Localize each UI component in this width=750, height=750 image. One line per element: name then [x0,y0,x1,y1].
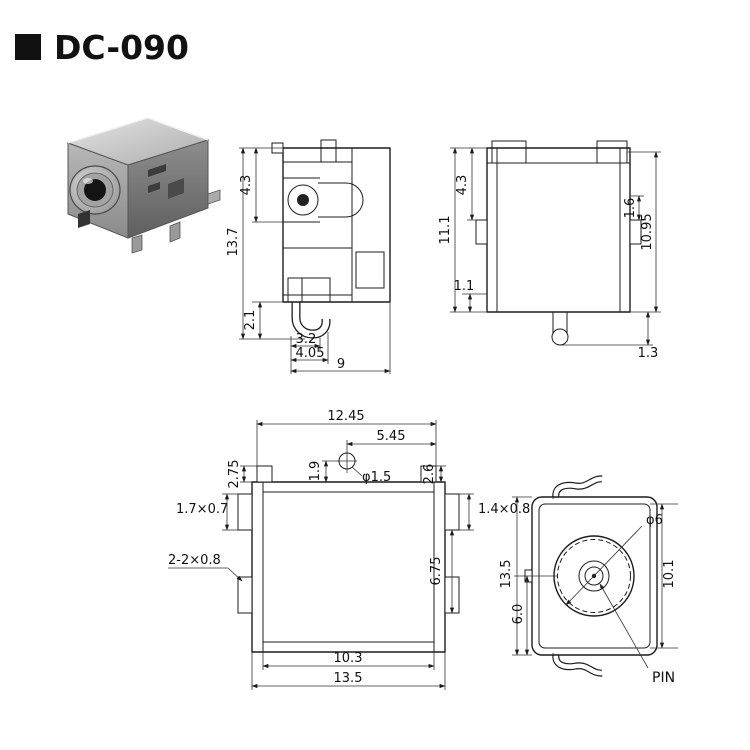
end-pin-outer [578,560,610,592]
dim-top-2-6: 2.6 [422,464,437,485]
dim-end-13-5: 13.5 [499,560,514,589]
top-body [251,481,446,653]
front-body [486,147,631,313]
dim-top-phi-1-5: φ1.5 [362,470,391,485]
photo-jack-hole [84,179,106,201]
dim-front-1-3: 1.3 [638,346,659,361]
dim-top-5-45: 5.45 [377,429,406,444]
top-tab-up-right [420,465,437,483]
dim-top-6-75: 6.75 [429,557,444,586]
side-spring-contact [287,184,319,216]
end-tab-top [553,476,603,499]
dim-top-tabs-lower: 2-2×0.8 [168,553,221,568]
dim-top-tab-right: 1.4×0.8 [478,502,530,517]
front-view: 4.3 11.1 1.1 1.6 10.95 1.3 [438,140,661,361]
side-contact-center [297,194,309,206]
dim-side-3-2: 3.2 [296,332,317,347]
top-tab-left-lower [237,576,253,614]
top-tab-left-upper [237,493,253,531]
pin-label: PIN [652,670,675,686]
photo-highlight-edge [67,117,209,144]
dim-end-phi-6: φ6 [646,513,663,528]
top-view: 12.45 5.45 2.75 1.9 φ1.5 2.6 1.7×0.7 1.4… [168,409,530,690]
dim-side-4-3: 4.3 [239,175,254,196]
front-tab-right [629,219,642,245]
product-photo [66,117,221,254]
front-top-pin-right [596,140,628,164]
photo-slot-2 [148,182,160,193]
end-tab-bottom [553,653,603,676]
page-title: DC-090 [54,28,189,67]
photo-leg-1 [131,234,143,254]
photo-front-tab [78,210,90,228]
bullet-icon [15,34,41,60]
end-view: φ6 13.5 6.0 10.1 PIN [499,475,678,686]
side-terminal-pin [355,251,385,289]
dim-front-11-1: 11.1 [438,216,453,245]
dim-top-13-5: 13.5 [334,671,363,686]
top-tab-up-left [256,465,273,483]
dim-top-12-45: 12.45 [327,409,364,424]
front-top-pin-left [491,140,527,164]
photo-slot-3 [168,178,184,199]
dim-front-1-6: 1.6 [623,198,638,219]
top-tab-right-upper [444,493,460,531]
dim-front-1-1: 1.1 [454,279,475,294]
dim-side-13-7: 13.7 [226,228,241,257]
dim-side-2-1: 2.1 [243,310,258,331]
dim-top-2-75: 2.75 [227,460,242,489]
dim-top-tab-left: 1.7×0.7 [176,502,228,517]
photo-side-pin [207,189,221,205]
side-leg-body [292,302,330,338]
photo-slot-1 [148,164,166,177]
front-tab-left [475,219,488,245]
side-top-pin [320,139,337,163]
dim-side-4-05: 4.05 [296,346,325,361]
photo-gloss [83,178,93,184]
dim-top-1-9: 1.9 [308,461,323,482]
front-center-pin [551,328,569,346]
end-pin-inner [584,566,604,586]
dim-front-4-3: 4.3 [455,175,470,196]
photo-leg-2 [169,221,181,243]
title-block: DC-090 [15,28,189,67]
dim-end-6-0: 6.0 [511,604,526,625]
side-view: 4.3 13.7 2.1 3.2 4.05 9 [226,139,391,374]
dim-side-9: 9 [337,357,345,372]
side-bracket [287,277,331,303]
dim-end-10-1: 10.1 [662,560,677,589]
dim-top-10-3: 10.3 [334,651,363,666]
side-body [282,147,391,303]
dim-front-10-95: 10.95 [640,213,655,250]
